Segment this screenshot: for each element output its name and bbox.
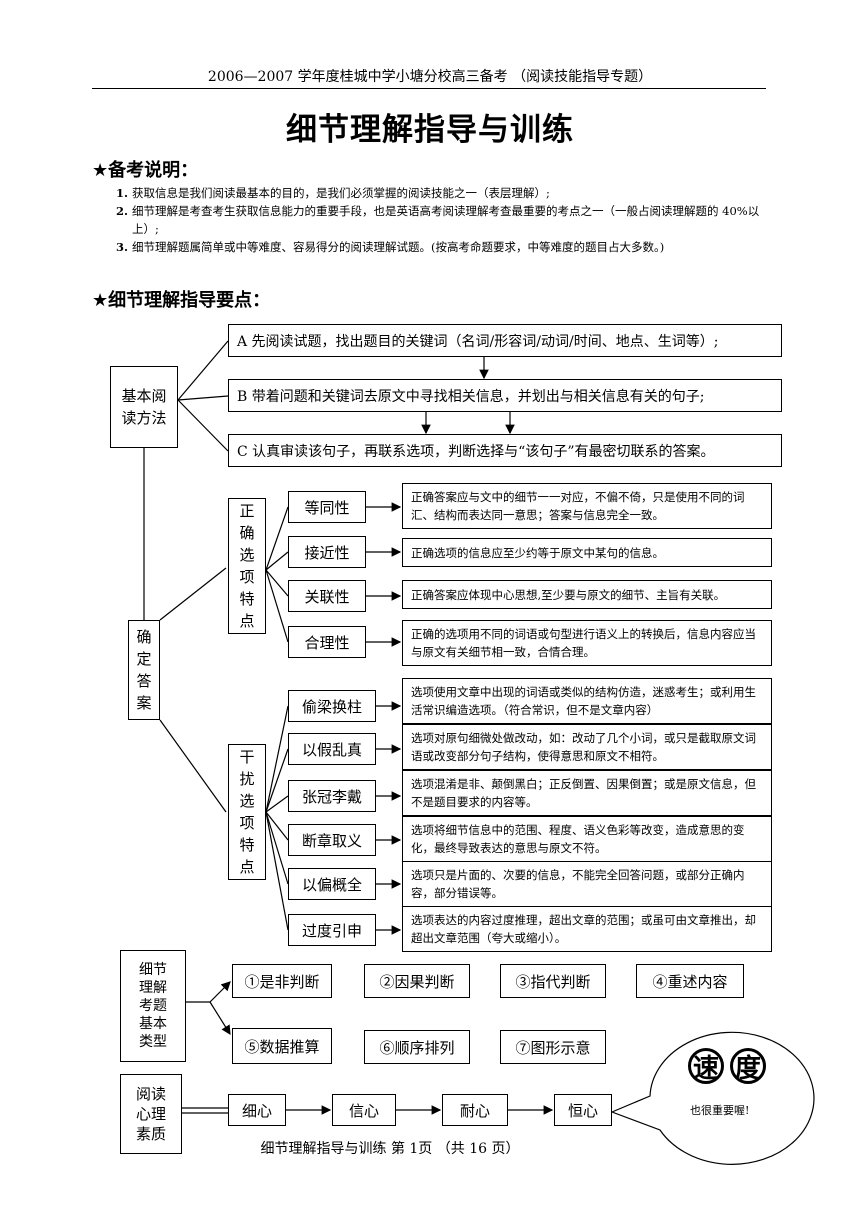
bubble-text: 也很重要喔! [690,1104,750,1117]
method-step-b: B 带着问题和关键词去原文中寻找相关信息，并划出与相关信息有关的句子; [228,379,782,412]
distractor-item-name: 偷梁换柱 [288,690,376,722]
question-type-item: ⑤数据推算 [232,1028,332,1064]
confirm-answer-label: 确定答案 [136,628,152,712]
psych-quality-label: 阅读心理素质 [135,1085,166,1143]
correct-item-desc: 正确选项的信息应至少约等于原文中某句的信息。 [402,538,772,567]
distractor-item-name: 过度引申 [288,914,376,946]
question-type-item: ③指代判断 [500,964,606,998]
question-type-item: ①是非判断 [232,964,332,998]
method-step-a: A 先阅读试题，找出题目的关键词（名词/形容词/动词/时间、地点、生词等）; [228,324,782,357]
correct-features-label: 正确选项特点 [239,502,255,630]
psych-item: 恒心 [554,1094,612,1126]
distractor-item-name: 以假乱真 [288,733,376,765]
page-title: 细节理解指导与训练 [286,112,574,148]
prep-item-text: 获取信息是我们阅读最基本的目的，是我们必须掌握的阅读技能之一（表层理解）; [132,186,550,200]
prep-item-num: 3. [116,240,129,254]
guide-heading: ★细节理解指导要点： [92,290,271,311]
speed-char: 度 [730,1048,766,1084]
correct-item-desc: 正确的选项用不同的词语或句型进行语义上的转换后，信息内容应当与原文有关细节相一致… [402,620,772,666]
distractor-item-desc: 选项只是片面的、次要的信息，不能完全回答问题，或部分正确内容，部分错误等。 [402,861,772,907]
psych-item: 耐心 [442,1094,508,1126]
correct-item-name: 接近性 [288,536,366,568]
correct-item-name: 关联性 [288,580,366,612]
correct-item-desc: 正确答案应体现中心思想,至少要与原文的细节、主旨有关联。 [402,580,772,609]
prep-item: 1. 获取信息是我们阅读最基本的目的，是我们必须掌握的阅读技能之一（表层理解）; [116,184,776,202]
distractor-item-desc: 选项使用文章中出现的词语或类似的结构仿造，迷惑考生；或利用生活常识编造选项。（符… [402,678,772,724]
prep-item-text: 细节理解题属简单或中等难度、容易得分的阅读理解试题。(按高考命题要求，中等难度的… [132,240,665,254]
correct-item-desc: 正确答案应与文中的细节一一对应，不偏不倚，只是使用不同的词汇、结构而表达同一意思… [402,483,772,529]
distractor-features-box: 干扰选项特点 [228,744,266,880]
page-footer: 细节理解指导与训练 第 1页 （共 16 页） [260,1141,520,1157]
prep-heading: ★备考说明： [92,160,199,181]
header-rule [92,88,766,89]
question-type-item: ④重述内容 [636,964,744,998]
prep-list: 1. 获取信息是我们阅读最基本的目的，是我们必须掌握的阅读技能之一（表层理解）;… [116,184,776,256]
confirm-answer-box: 确定答案 [128,620,160,720]
psych-item: 细心 [228,1094,286,1126]
correct-item-name: 等同性 [288,491,366,523]
correct-item-name: 合理性 [288,626,366,658]
prep-item: 2. 细节理解是考查考生获取信息能力的重要手段，也是英语高考阅读理解考查最重要的… [116,202,776,238]
method-step-text: C 认真审读该句子，再联系选项，判断选择与“该句子”有最密切联系的答案。 [237,443,715,460]
distractor-item-desc: 选项将细节信息中的范围、程度、语义色彩等改变，造成意思的变化，最终导致表达的意思… [402,816,772,862]
distractor-item-desc: 选项对原句细微处做改动，如：改动了几个小词，或只是截取原文词语或改变部分句子结构… [402,724,772,770]
method-step-c: C 认真审读该句子，再联系选项，判断选择与“该句子”有最密切联系的答案。 [228,434,782,467]
speed-char: 速 [688,1048,724,1084]
psych-item: 信心 [332,1094,396,1126]
distractor-item-name: 张冠李戴 [288,780,376,812]
basic-method-box: 基本阅读方法 [110,366,178,448]
question-types-box: 细节理解考题基本类型 [120,950,186,1062]
method-step-text: A 先阅读试题，找出题目的关键词（名词/形容词/动词/时间、地点、生词等）; [237,333,719,350]
prep-item-text: 细节理解是考查考生获取信息能力的重要手段，也是英语高考阅读理解考查最重要的考点之… [132,204,760,236]
question-types-label: 细节理解考题基本类型 [139,962,167,1050]
correct-features-box: 正确选项特点 [228,498,266,634]
question-type-item: ⑥顺序排列 [364,1030,470,1064]
question-type-item: ⑦图形示意 [500,1030,606,1064]
method-step-text: B 带着问题和关键词去原文中寻找相关信息，并划出与相关信息有关的句子; [237,388,705,405]
page-header: 2006—2007 学年度桂城中学小塘分校高三备考 （阅读技能指导专题） [207,69,653,85]
question-type-item: ②因果判断 [364,964,470,998]
distractor-item-desc: 选项混淆是非、颠倒黑白；正反倒置、因果倒置；或是原文信息，但不是题目要求的内容等… [402,770,772,816]
basic-method-label: 基本阅读方法 [121,387,167,427]
prep-item: 3. 细节理解题属简单或中等难度、容易得分的阅读理解试题。(按高考命题要求，中等… [116,238,776,256]
psych-quality-box: 阅读心理素质 [120,1074,182,1154]
distractor-features-label: 干扰选项特点 [239,748,255,876]
prep-item-num: 1. [116,186,129,200]
distractor-item-name: 断章取义 [288,824,376,856]
distractor-item-desc: 选项表达的内容过度推理，超出文章的范围；或虽可由文章推出，却超出文章范围（夸大或… [402,906,772,952]
distractor-item-name: 以偏概全 [288,868,376,900]
prep-item-num: 2. [116,204,129,218]
speed-chars: 速 度 [688,1048,766,1084]
